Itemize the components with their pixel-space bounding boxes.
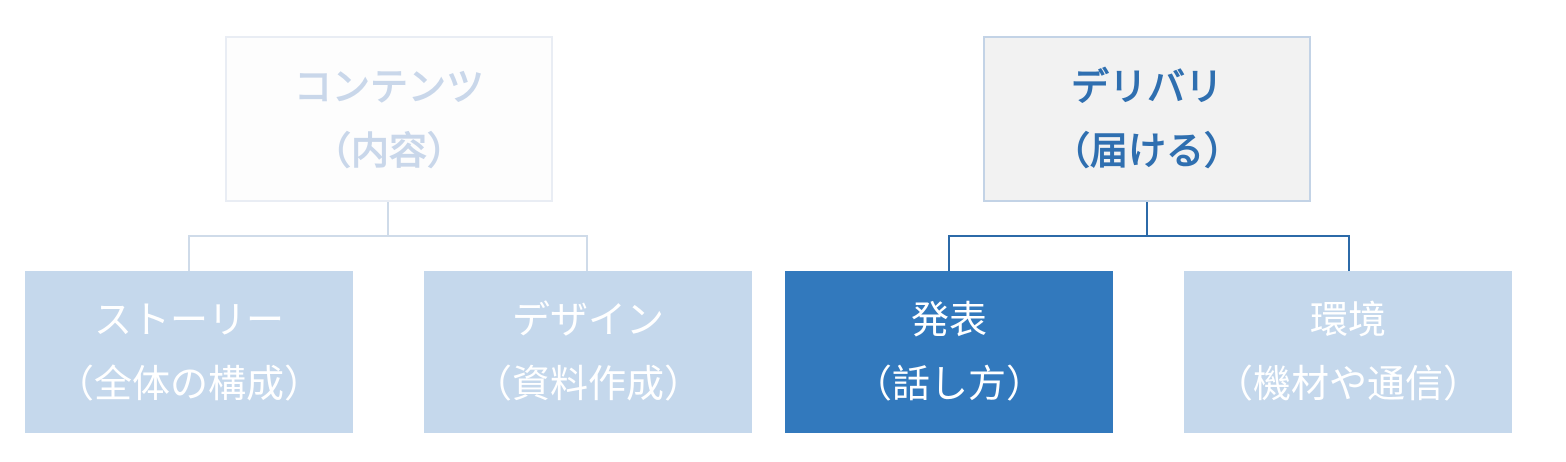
delivery-connector-left-drop [948,235,950,271]
environment-subtitle: （機材や通信） [1214,362,1481,406]
delivery-connector-bar [948,235,1350,237]
story-title: ストーリー [93,298,284,342]
speech-title: 発表 [910,298,987,342]
delivery-connector-right-drop [1348,235,1350,271]
delivery-connector-stem [1146,202,1148,236]
design-node: デザイン （資料作成） [424,271,752,433]
environment-node: 環境 （機材や通信） [1184,271,1512,433]
speech-subtitle: （話し方） [853,362,1044,406]
delivery-title: デリバリ [1070,65,1223,109]
content-connector-right-drop [586,235,588,271]
story-node: ストーリー （全体の構成） [25,271,353,433]
content-title: コンテンツ [293,65,484,109]
content-connector-left-drop [188,235,190,271]
content-connector-stem [387,202,389,236]
environment-title: 環境 [1309,298,1386,342]
delivery-subtitle: （届ける） [1051,129,1242,173]
delivery-node: デリバリ （届ける） [983,36,1311,202]
content-subtitle: （内容） [312,129,465,173]
speech-node: 発表 （話し方） [785,271,1113,433]
design-title: デザイン [511,298,664,342]
design-subtitle: （資料作成） [473,362,702,406]
story-subtitle: （全体の構成） [55,362,322,406]
content-node: コンテンツ （内容） [225,36,553,202]
content-connector-bar [188,235,588,237]
